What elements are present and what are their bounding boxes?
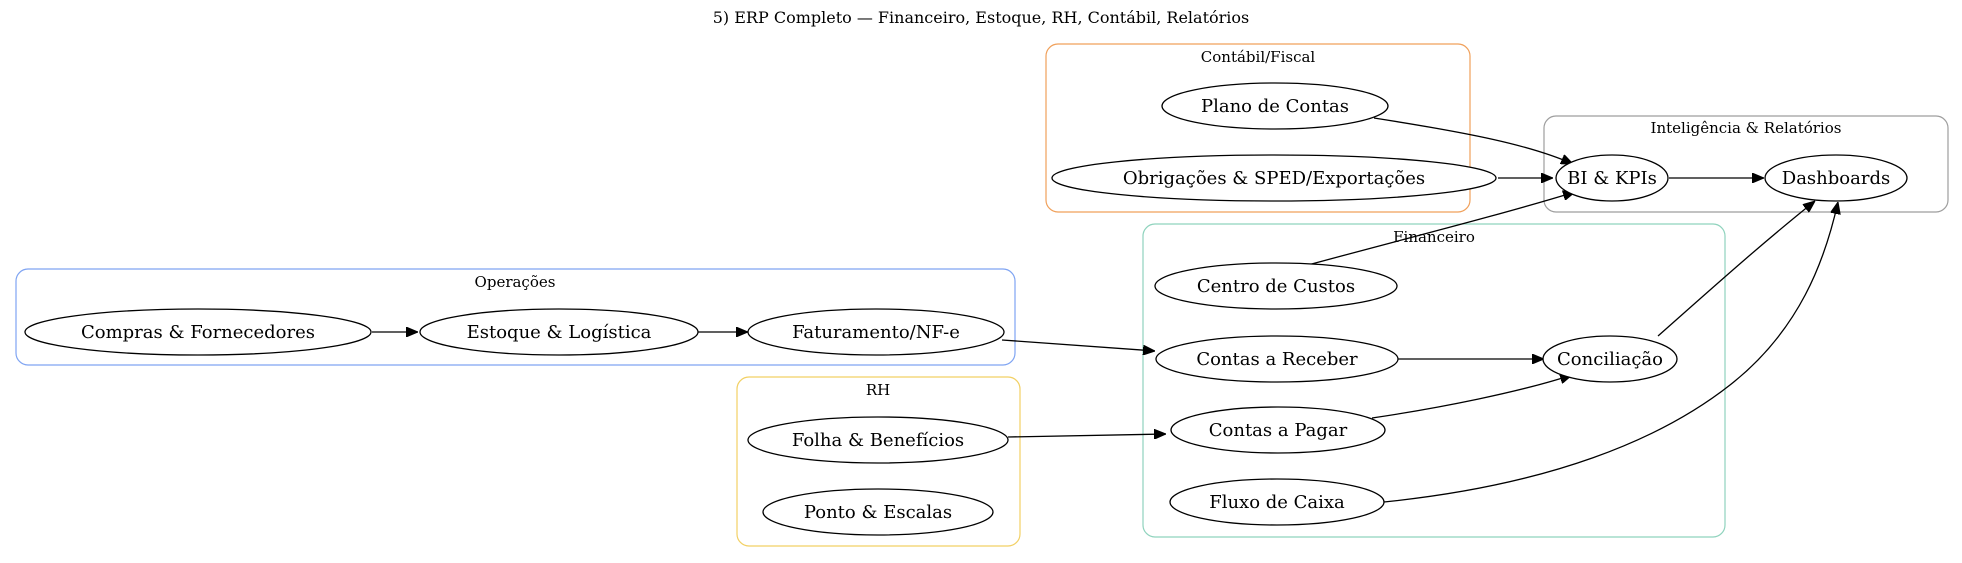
node-dashboards-label: Dashboards [1782,168,1890,189]
node-centro-de-custos: Centro de Custos [1154,262,1398,310]
node-dashboards: Dashboards [1764,154,1908,202]
node-bi-kpis: BI & KPIs [1555,154,1669,202]
node-folha-beneficios-label: Folha & Benefícios [792,430,964,451]
edge-plano-to-bi [1373,117,1573,165]
node-estoque-logistica-label: Estoque & Logística [467,322,652,343]
node-conciliacao: Conciliação [1542,335,1678,383]
edges [372,117,1838,503]
node-estoque-logistica: Estoque & Logística [419,308,699,356]
edge-conciliacao-to-dashboards [1657,201,1815,337]
node-fluxo-de-caixa-label: Fluxo de Caixa [1209,492,1345,513]
cluster-inteligencia-label: Inteligência & Relatórios [1651,119,1842,137]
node-fluxo-de-caixa: Fluxo de Caixa [1169,478,1385,526]
cluster-inteligencia-box [1543,115,1949,213]
node-plano-de-contas: Plano de Contas [1161,82,1389,130]
node-ponto-escalas-label: Ponto & Escalas [804,502,952,523]
cluster-operacoes-label: Operações [475,273,556,291]
edge-centro-to-bi [1307,192,1575,266]
node-contas-a-pagar-label: Contas a Pagar [1209,420,1348,441]
cluster-rh-label: RH [866,381,890,399]
node-plano-de-contas-label: Plano de Contas [1201,96,1349,117]
node-ponto-escalas: Ponto & Escalas [762,488,994,536]
cluster-financeiro-box [1142,223,1726,538]
cluster-rh-box [736,376,1021,547]
node-bi-kpis-label: BI & KPIs [1567,168,1657,189]
cluster-contabil-box [1045,43,1471,213]
edge-folha-to-pagar [1007,434,1166,437]
node-faturamento-nfe: Faturamento/NF-e [747,308,1005,356]
edge-faturamento-to-receber [1001,339,1155,351]
node-conciliacao-label: Conciliação [1557,349,1663,370]
cluster-operacoes: Operações [15,268,1016,366]
cluster-rh: RH [736,376,1021,547]
node-folha-beneficios: Folha & Benefícios [747,416,1009,464]
cluster-operacoes-box [15,268,1016,366]
node-compras-fornecedores-label: Compras & Fornecedores [81,322,315,343]
node-obrigacoes-sped: Obrigações & SPED/Exportações [1051,154,1497,202]
cluster-financeiro-label: Financeiro [1393,228,1475,246]
cluster-contabil-fiscal: Contábil/Fiscal [1045,43,1471,213]
node-contas-a-receber-label: Contas a Receber [1196,349,1358,370]
node-contas-a-pagar: Contas a Pagar [1170,406,1386,454]
edge-fluxo-to-dashboards [1383,202,1838,503]
node-faturamento-nfe-label: Faturamento/NF-e [792,322,960,343]
node-centro-de-custos-label: Centro de Custos [1197,276,1355,297]
node-contas-a-receber: Contas a Receber [1155,335,1399,383]
edge-pagar-to-conciliacao [1371,375,1572,419]
cluster-inteligencia-relatorios: Inteligência & Relatórios [1543,115,1949,213]
cluster-contabil-label: Contábil/Fiscal [1201,48,1316,66]
node-obrigacoes-sped-label: Obrigações & SPED/Exportações [1123,168,1425,189]
node-compras-fornecedores: Compras & Fornecedores [24,308,372,356]
cluster-financeiro: Financeiro [1142,223,1726,538]
diagram-title: 5) ERP Completo — Financeiro, Estoque, R… [713,8,1250,27]
